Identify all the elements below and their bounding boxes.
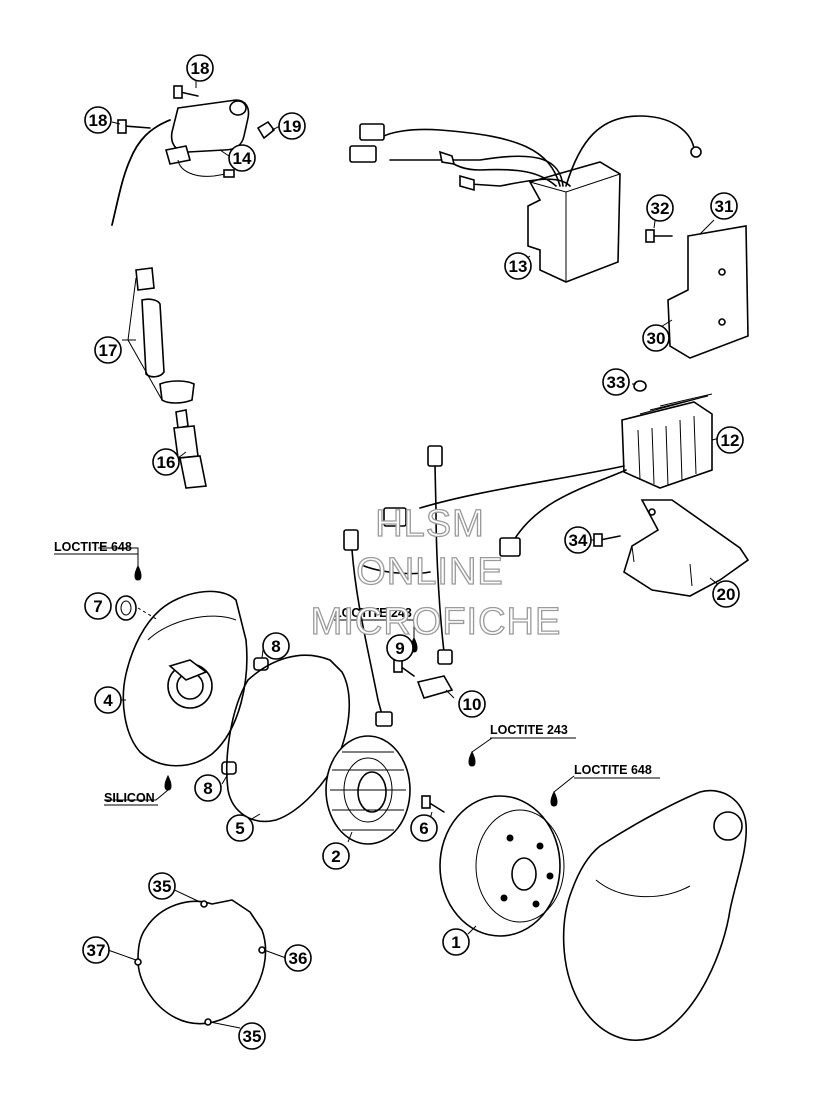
callout-14: 14 (228, 144, 256, 172)
svg-text:37: 37 (87, 941, 106, 960)
flywheel (439, 795, 565, 937)
screw-6 (421, 795, 445, 813)
note-silicon: SILICON (104, 791, 155, 805)
spark-plug (173, 409, 207, 489)
clip-19 (256, 120, 276, 140)
callout-20: 20 (712, 580, 740, 608)
callout-labels: 18 18 19 14 13 32 31 30 17 33 12 16 34 2… (82, 54, 744, 1050)
callout-10: 10 (458, 690, 486, 718)
callout-37: 37 (82, 936, 110, 964)
ignition-coil (111, 99, 250, 226)
note-loctite-243-right: LOCTITE 243 (490, 723, 568, 737)
callout-17: 17 (94, 336, 122, 364)
svg-text:14: 14 (233, 149, 252, 168)
callout-16: 16 (152, 448, 180, 476)
watermark-line-1: HLSM (375, 503, 485, 545)
callout-31: 31 (710, 192, 738, 220)
svg-text:7: 7 (93, 597, 102, 616)
callout-33: 33 (602, 368, 630, 396)
screw-18-top (173, 85, 199, 99)
screw-9 (393, 659, 415, 677)
ignition-cover (562, 789, 747, 1042)
callout-30: 30 (642, 324, 670, 352)
callout-1: 1 (442, 928, 470, 956)
ignition-cover-gasket (134, 899, 267, 1026)
callout-35-top: 35 (148, 872, 176, 900)
svg-text:35: 35 (243, 1027, 262, 1046)
note-loctite-648-left: LOCTITE 648 (54, 540, 132, 554)
callout-18-left: 18 (84, 106, 112, 134)
svg-text:9: 9 (395, 639, 404, 658)
callout-7: 7 (84, 592, 112, 620)
callout-18-top: 18 (186, 54, 214, 82)
svg-text:8: 8 (271, 637, 280, 656)
watermark: HLSM ONLINE MICROFICHE (310, 502, 562, 643)
callout-6: 6 (410, 814, 438, 842)
callout-19: 19 (278, 112, 306, 140)
note-loctite-648-right: LOCTITE 648 (574, 763, 652, 777)
seal-7 (115, 595, 159, 621)
svg-text:34: 34 (569, 531, 588, 550)
svg-text:31: 31 (715, 197, 734, 216)
cover-gasket (226, 654, 351, 823)
svg-text:5: 5 (235, 819, 244, 838)
svg-text:10: 10 (463, 695, 482, 714)
svg-text:1: 1 (451, 933, 460, 952)
generator-cover (122, 590, 248, 767)
callout-32: 32 (646, 194, 674, 222)
callout-9: 9 (386, 634, 414, 662)
voltage-regulator (383, 380, 713, 557)
svg-text:20: 20 (717, 585, 736, 604)
callout-8-bottom: 8 (194, 774, 222, 802)
callout-35-bottom: 35 (238, 1022, 266, 1050)
svg-text:32: 32 (651, 199, 670, 218)
svg-text:30: 30 (647, 329, 666, 348)
svg-text:2: 2 (331, 847, 340, 866)
pickup-10 (416, 649, 454, 699)
svg-text:33: 33 (607, 373, 626, 392)
svg-text:18: 18 (89, 111, 108, 130)
svg-text:12: 12 (721, 431, 740, 450)
callout-5: 5 (226, 814, 254, 842)
spark-plug-cap (122, 267, 195, 404)
watermark-line-3: MICROFICHE (311, 601, 562, 643)
regulator-bracket (593, 499, 750, 597)
callout-12: 12 (716, 426, 744, 454)
callout-36: 36 (284, 944, 312, 972)
callout-8-top: 8 (262, 632, 290, 660)
cdi-cover-bracket (645, 225, 749, 359)
callout-34: 34 (564, 526, 592, 554)
svg-text:8: 8 (203, 779, 212, 798)
svg-text:36: 36 (289, 949, 308, 968)
svg-text:6: 6 (419, 819, 428, 838)
sleeve-8-top (253, 657, 269, 671)
stator-harness (343, 445, 445, 727)
cdi-unit (349, 115, 702, 283)
assembly-notes: LOCTITE 648 LOCTITE 243 SILICON LOCTITE … (54, 540, 660, 806)
svg-text:19: 19 (283, 117, 302, 136)
adhesive-drops (134, 564, 558, 807)
stator (325, 735, 411, 845)
svg-text:4: 4 (103, 691, 113, 710)
svg-text:13: 13 (509, 257, 528, 276)
screw-18-left (117, 119, 151, 134)
svg-text:16: 16 (157, 453, 176, 472)
svg-text:17: 17 (99, 341, 118, 360)
note-loctite-243-mid: LOCTITE 243 (334, 606, 412, 620)
sleeve-8-bottom (221, 761, 237, 775)
callout-13: 13 (504, 252, 532, 280)
svg-text:18: 18 (191, 59, 210, 78)
callout-4: 4 (94, 686, 122, 714)
svg-text:35: 35 (153, 877, 172, 896)
callout-2: 2 (322, 842, 350, 870)
watermark-line-2: ONLINE (356, 551, 503, 593)
